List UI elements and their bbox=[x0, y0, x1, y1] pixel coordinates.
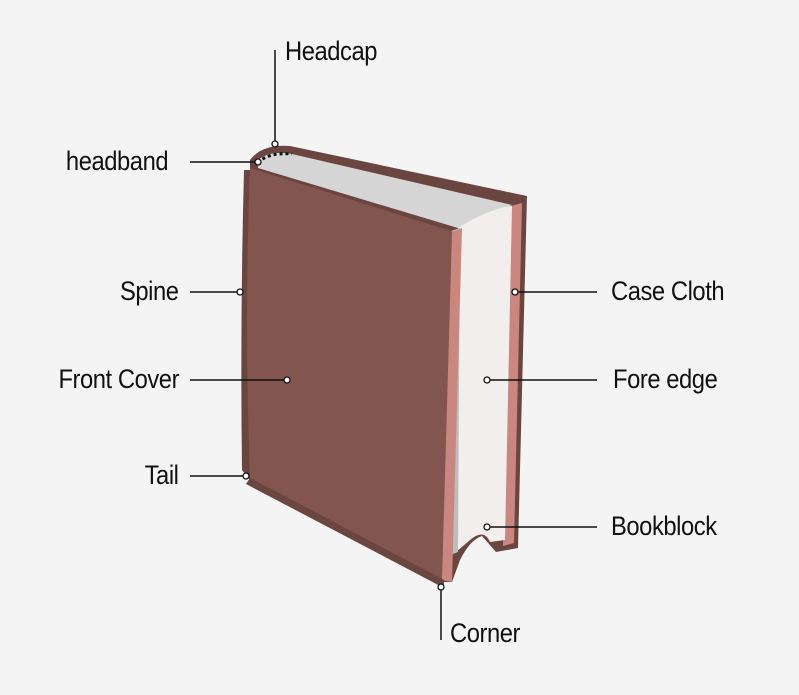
fore-edge-point bbox=[483, 376, 491, 384]
label-case-cloth: Case Cloth bbox=[611, 276, 725, 306]
front-cover-edge bbox=[442, 228, 462, 582]
bookblock-point bbox=[483, 523, 491, 531]
spine-point bbox=[236, 288, 244, 296]
tail-point bbox=[242, 472, 250, 480]
label-fore-edge: Fore edge bbox=[613, 364, 718, 394]
page-block-top bbox=[258, 152, 512, 228]
corner-point bbox=[437, 583, 445, 591]
front-cover-rim bbox=[246, 478, 444, 588]
front-cover-point bbox=[283, 376, 291, 384]
label-front-cover: Front Cover bbox=[58, 364, 179, 394]
label-headcap: Headcap bbox=[285, 36, 378, 66]
label-corner: Corner bbox=[450, 618, 520, 648]
label-bookblock: Bookblock bbox=[611, 511, 717, 541]
label-spine: Spine bbox=[120, 276, 179, 306]
case-cloth-edge bbox=[503, 203, 522, 546]
case-cloth-point bbox=[511, 288, 519, 296]
label-headband: headband bbox=[65, 146, 169, 176]
headcap-point bbox=[271, 140, 279, 148]
headband-point bbox=[254, 158, 262, 166]
label-tail: Tail bbox=[145, 460, 179, 490]
front-cover-shape bbox=[247, 168, 454, 580]
